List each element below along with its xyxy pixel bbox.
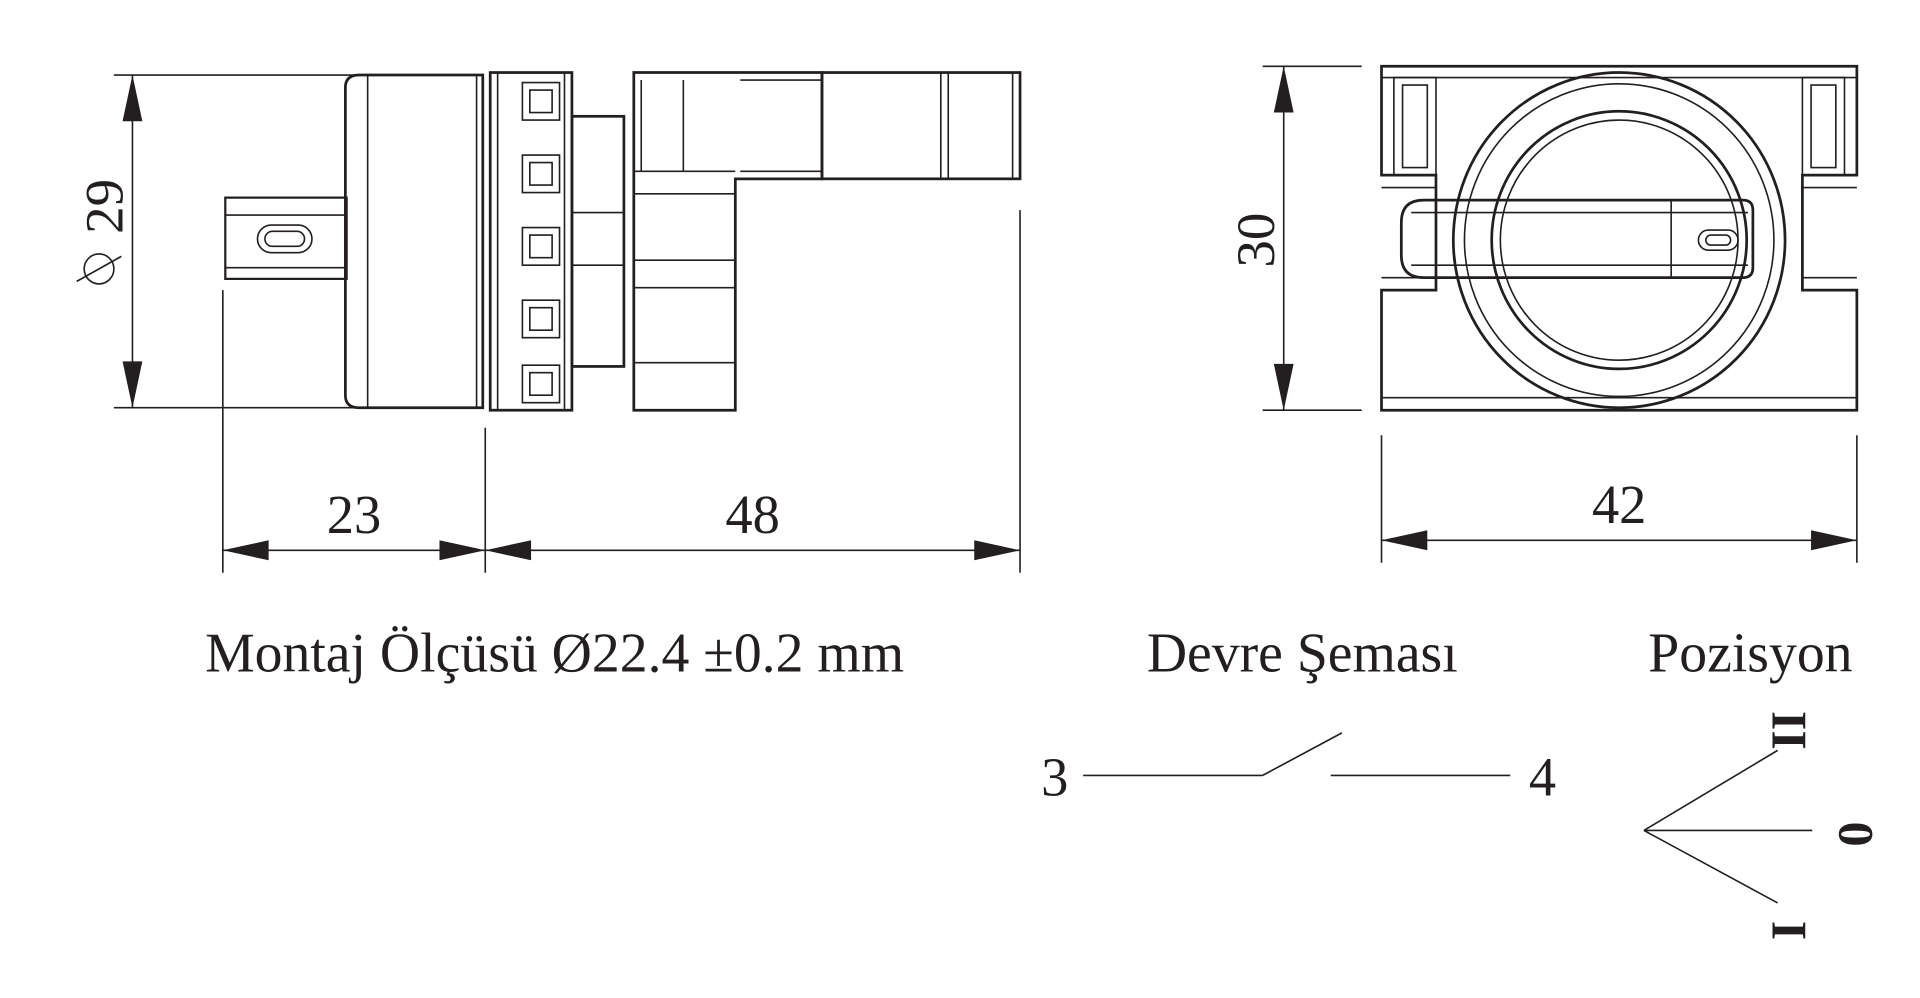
position-line-one [1643,829,1779,904]
switch-contact [1262,732,1343,777]
arrow-down [122,361,143,408]
terminal-right-label: 4 [1529,746,1556,807]
mounting-caption: Montaj Ölçüsü Ø22.4 ±0.2 mm [205,622,904,684]
arrow-up [122,75,143,122]
position-zero-label: 0 [1828,822,1883,847]
shaft-length-label: 23 [327,484,381,545]
body-length-label: 48 [725,484,779,545]
body-length-dimension: 48 [485,484,1021,561]
position-one-label: I [1761,921,1816,940]
collar [570,114,626,368]
front-bezel-ring [1451,71,1787,410]
height-dimension: 30 [1225,66,1294,411]
shaft-length-dimension: 23 [222,484,486,561]
position-two-label: II [1761,711,1816,750]
selector-handle [1399,198,1755,280]
terminal-block [820,71,1022,181]
shaft [224,196,348,281]
terminal-left-label: 3 [1041,746,1068,807]
circuit-diagram: 3 4 [1041,732,1556,807]
circuit-title: Devre Şeması [1147,622,1458,684]
position-diagram: II 0 I [1643,711,1883,940]
width-label: 42 [1592,474,1646,535]
contact-block [632,71,824,412]
mounting-nut [488,71,574,412]
bezel [344,73,485,410]
diameter-symbol-icon [76,253,122,285]
front-view: 30 [1225,64,1859,563]
position-title: Pozisyon [1648,622,1852,684]
side-view: 29 [74,71,1022,573]
diameter-label: 29 [74,179,135,234]
height-label: 30 [1225,213,1286,268]
width-dimension: 42 [1381,474,1857,551]
diameter-dimension: 29 [74,75,143,408]
position-line-two [1643,749,1779,832]
